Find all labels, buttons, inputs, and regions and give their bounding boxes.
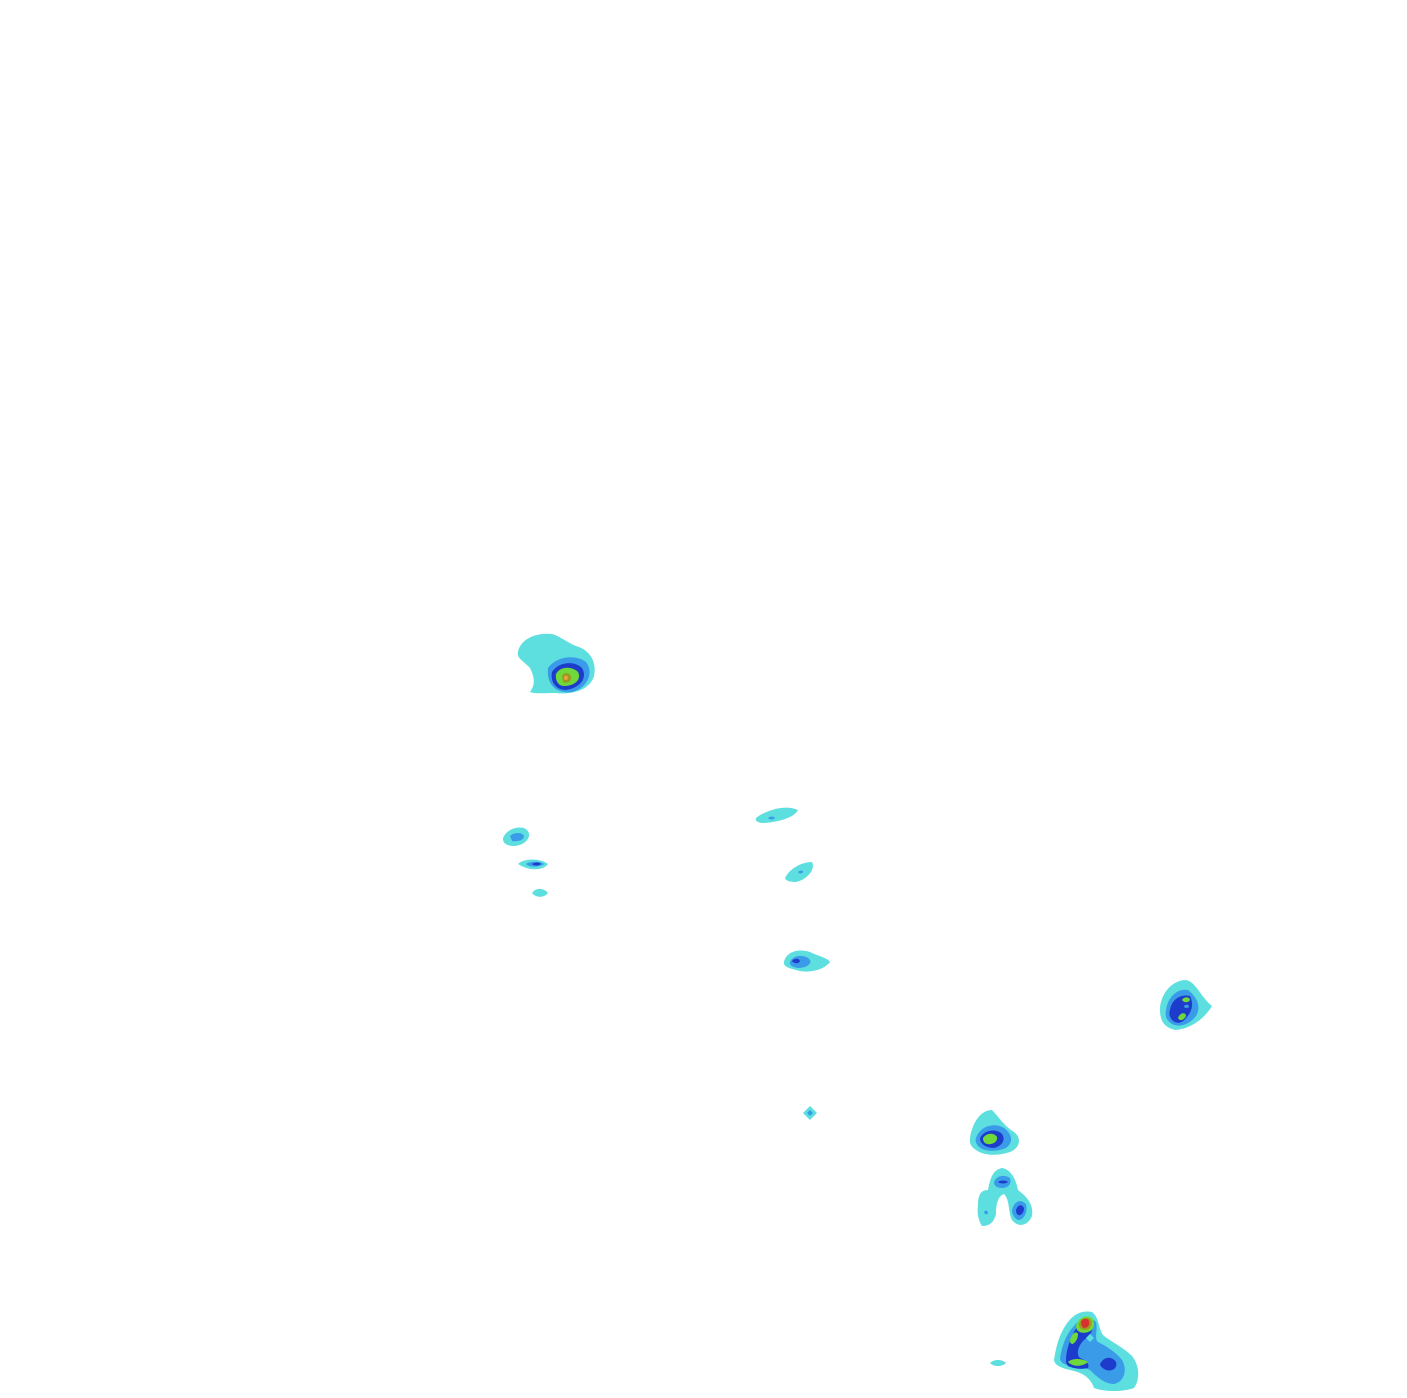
precip-cell-m	[1054, 1311, 1139, 1391]
precip-cell-e	[755, 807, 798, 823]
precip-cell-d	[532, 888, 548, 897]
precip-cell-c	[518, 859, 548, 870]
precip-cell-k	[977, 1168, 1033, 1226]
precip-cell-f	[785, 862, 813, 882]
precip-cell-j	[969, 1110, 1019, 1155]
precip-cell-b	[502, 827, 530, 846]
precip-cell-l	[990, 1360, 1006, 1366]
precip-cell-h	[803, 1106, 817, 1120]
precip-cell-g	[783, 950, 830, 972]
precip-cell-i	[1160, 980, 1212, 1030]
precip-cell-a	[517, 633, 595, 694]
